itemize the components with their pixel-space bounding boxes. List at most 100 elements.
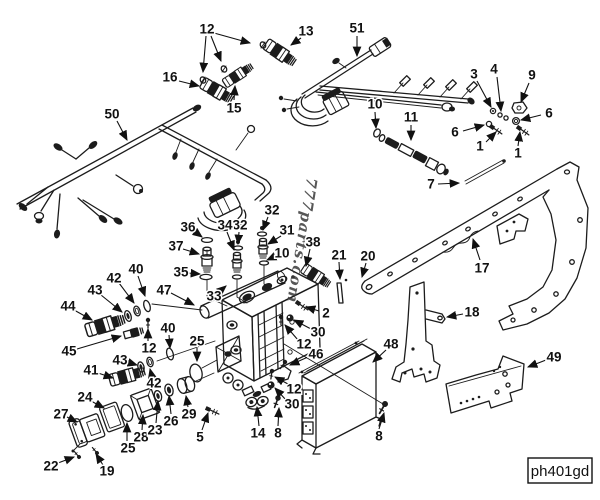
callout-arrow-31 xyxy=(267,235,282,245)
sensor-15 xyxy=(220,60,256,90)
part-number-17: 17 xyxy=(474,261,489,276)
part-number-33: 33 xyxy=(206,289,222,304)
callout-arrow-9 xyxy=(520,82,530,104)
part-number-51: 51 xyxy=(349,21,365,36)
callout-arrow-41 xyxy=(97,370,115,380)
part-number-36: 36 xyxy=(180,220,196,235)
part-number-20: 20 xyxy=(360,249,375,264)
part-number-5: 5 xyxy=(196,430,204,445)
part-number-12: 12 xyxy=(141,341,156,356)
callout-arrow-8 xyxy=(274,406,283,427)
part-number-4: 4 xyxy=(490,62,498,77)
part-number-6: 6 xyxy=(451,125,459,140)
part-number-28: 28 xyxy=(133,430,149,445)
mounting-bracket-17 xyxy=(361,161,589,331)
callout-arrow-47 xyxy=(170,292,195,306)
part-number-19: 19 xyxy=(99,464,114,479)
callout-arrow-1 xyxy=(485,131,497,143)
cover-assembly-27 xyxy=(68,372,215,461)
part-number-8: 8 xyxy=(274,426,282,441)
part-number-1: 1 xyxy=(476,139,484,154)
callout-arrow-45 xyxy=(76,334,123,350)
diagram-code-box: ph401gd xyxy=(527,457,593,484)
part-number-50: 50 xyxy=(104,107,119,122)
sensor-44 xyxy=(83,311,127,339)
wiring-harness-50 xyxy=(16,104,272,239)
callout-arrow-15 xyxy=(229,84,239,101)
part-number-40: 40 xyxy=(160,321,175,336)
callout-arrow-12 xyxy=(213,32,252,45)
callout-arrow-12 xyxy=(210,35,222,63)
callout-arrow-40 xyxy=(164,334,174,350)
part-number-29: 29 xyxy=(181,407,196,422)
mounting-bracket-18 xyxy=(391,281,446,383)
part-number-35: 35 xyxy=(173,265,189,280)
callout-arrow-7 xyxy=(437,179,461,188)
part-number-24: 24 xyxy=(77,390,93,405)
callout-arrow-13 xyxy=(290,36,302,46)
callout-arrow-6 xyxy=(519,113,542,123)
part-number-46: 46 xyxy=(308,347,324,362)
part-number-10: 10 xyxy=(274,246,289,261)
callout-arrow-30 xyxy=(293,319,312,330)
ecm-module-48 xyxy=(283,338,390,455)
part-number-25: 25 xyxy=(120,441,136,456)
bolt-1a xyxy=(487,122,504,137)
sensor-13 xyxy=(261,37,299,69)
callout-arrow-46 xyxy=(288,356,309,366)
part-number-8: 8 xyxy=(375,429,383,444)
part-number-9: 9 xyxy=(528,68,536,83)
part-number-1: 1 xyxy=(514,146,522,161)
plug-30-upper xyxy=(286,314,294,322)
callout-arrow-42 xyxy=(147,367,157,380)
part-number-38: 38 xyxy=(305,235,321,250)
callout-arrow-19 xyxy=(95,453,105,466)
callout-arrow-10 xyxy=(371,111,380,130)
part-number-13: 13 xyxy=(298,24,314,39)
part-number-31: 31 xyxy=(279,223,295,238)
part-number-49: 49 xyxy=(546,350,561,365)
callout-arrow-1 xyxy=(514,130,524,147)
callout-arrow-21 xyxy=(335,261,344,281)
part-number-23: 23 xyxy=(147,423,163,438)
part-number-42: 42 xyxy=(106,271,121,286)
part-number-18: 18 xyxy=(464,305,480,320)
callout-arrow-32 xyxy=(262,216,271,232)
callout-arrow-29 xyxy=(183,394,193,408)
manifold-hardware xyxy=(204,261,348,417)
part-number-42: 42 xyxy=(146,376,161,391)
callout-arrow-2 xyxy=(304,305,320,314)
part-number-2: 2 xyxy=(322,306,330,321)
part-number-32: 32 xyxy=(232,218,247,233)
screw-19 xyxy=(90,445,101,457)
callout-arrow-26 xyxy=(165,394,175,415)
callout-arrow-38 xyxy=(303,248,313,268)
part-number-30: 30 xyxy=(310,325,325,340)
callout-arrow-12 xyxy=(274,376,289,386)
part-number-11: 11 xyxy=(404,110,419,125)
bolt-8-center xyxy=(271,393,283,410)
callout-arrow-10 xyxy=(265,252,278,261)
callout-arrow-3 xyxy=(476,80,492,108)
part-number-45: 45 xyxy=(61,344,77,359)
part-number-12: 12 xyxy=(296,337,311,352)
part-number-21: 21 xyxy=(331,248,347,263)
part-number-15: 15 xyxy=(226,101,242,116)
harness-connector xyxy=(208,187,241,218)
callout-arrow-32 xyxy=(234,231,244,246)
callout-arrow-36 xyxy=(191,227,203,238)
bolt-8-right xyxy=(376,399,390,416)
callout-arrow-5 xyxy=(200,411,210,431)
part-number-6: 6 xyxy=(545,106,553,121)
part-number-12: 12 xyxy=(286,382,301,397)
callout-arrow-24 xyxy=(90,399,105,409)
valve-tip-45 xyxy=(122,327,144,340)
callout-arrow-34 xyxy=(226,231,235,252)
callout-arrow-49 xyxy=(526,359,547,368)
part-number-27: 27 xyxy=(53,407,68,422)
callout-arrow-14 xyxy=(253,405,263,427)
manifold-block xyxy=(199,267,321,398)
part-number-43: 43 xyxy=(87,283,103,298)
